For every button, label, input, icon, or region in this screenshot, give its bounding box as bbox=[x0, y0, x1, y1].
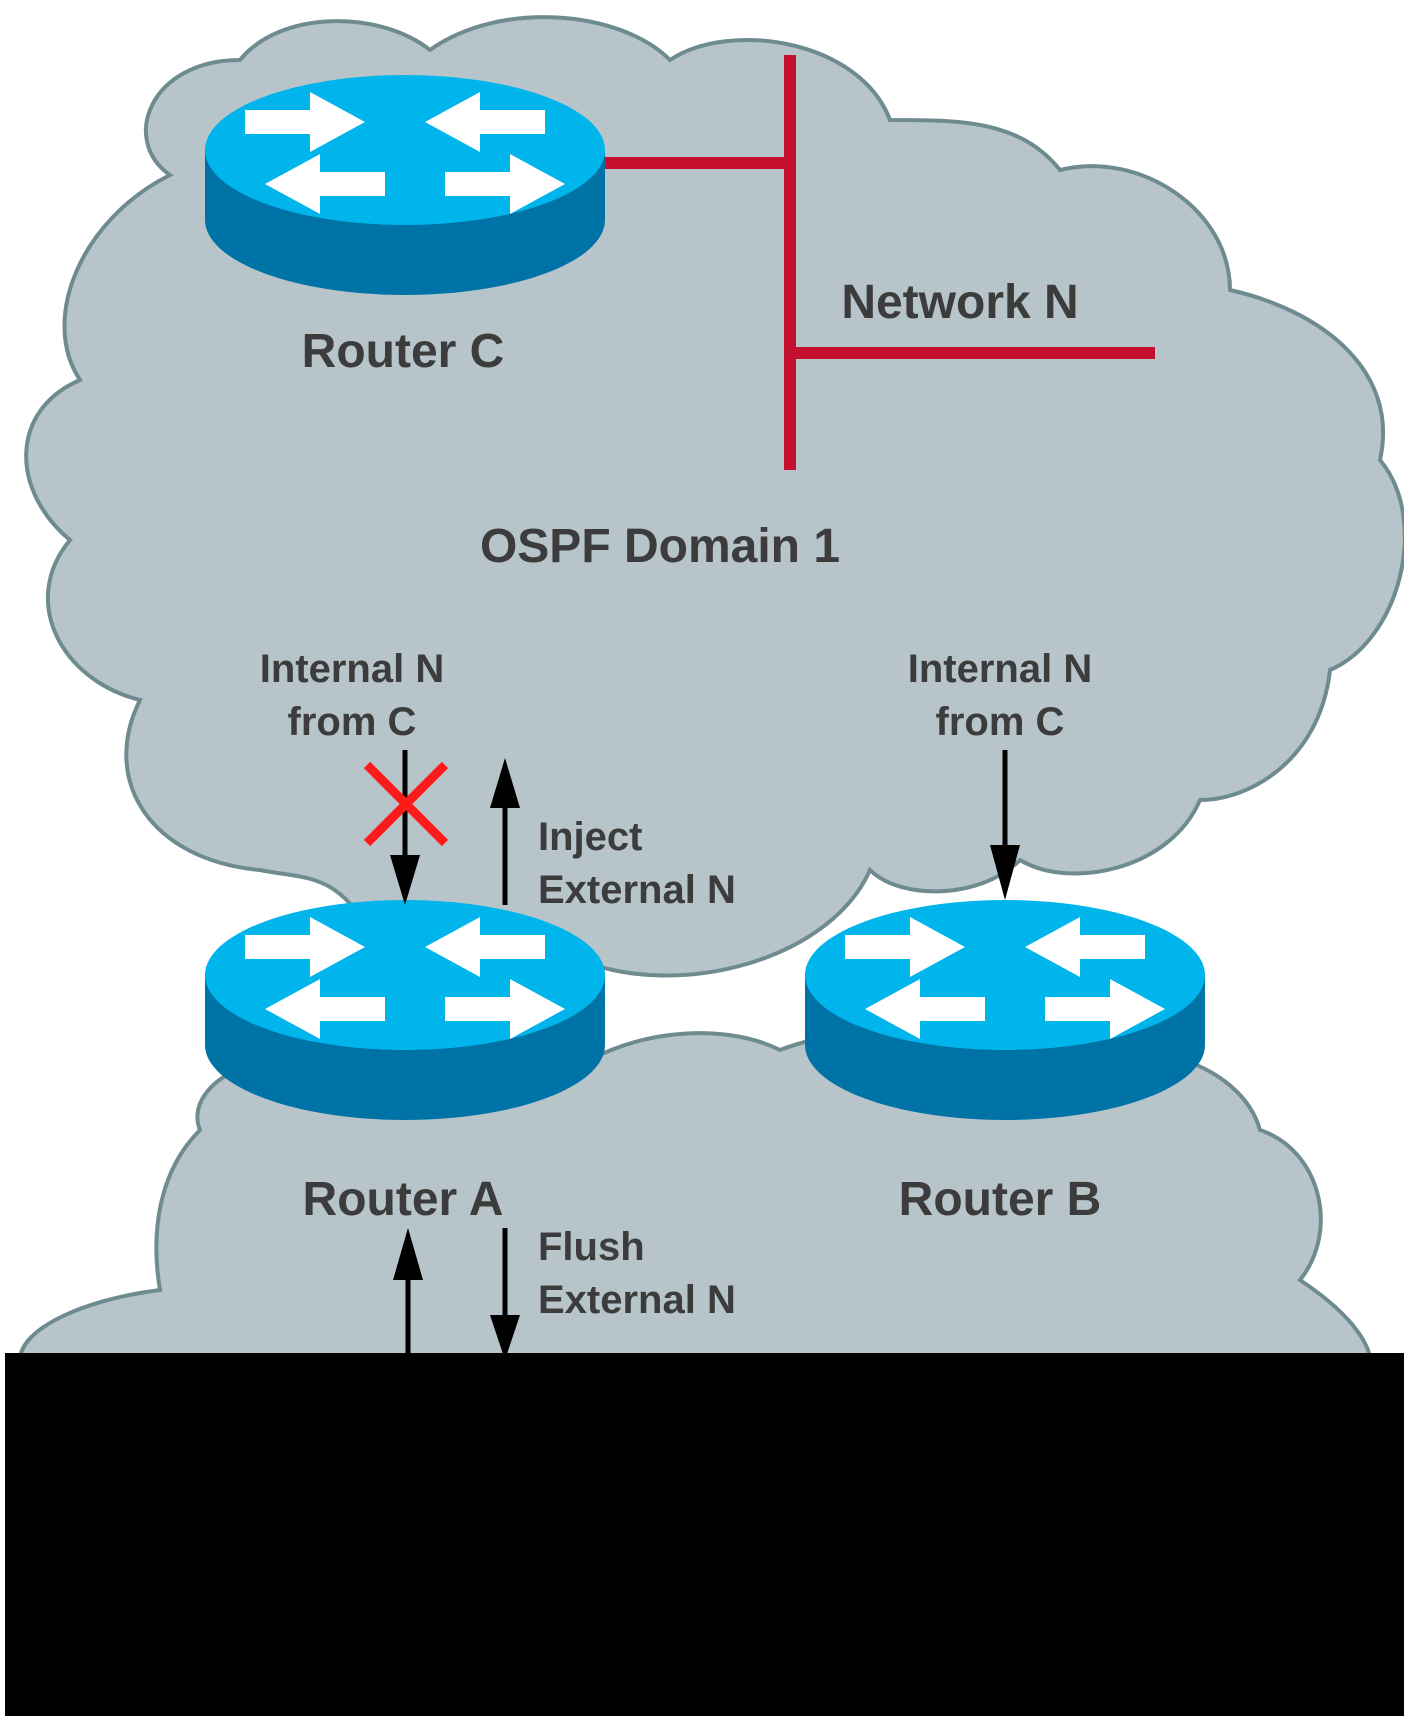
router-icon bbox=[205, 900, 605, 1120]
redaction-block bbox=[5, 1353, 1404, 1716]
router-c-label: Router C bbox=[302, 325, 505, 378]
inject-up-arrow bbox=[490, 758, 520, 905]
router-arrow-right-upper bbox=[245, 92, 365, 152]
inject-line1: Inject bbox=[538, 815, 642, 859]
router-b-label: Router B bbox=[899, 1173, 1102, 1226]
router-c[interactable] bbox=[205, 75, 605, 295]
router-icon bbox=[805, 900, 1205, 1120]
internal-n-b-line1: Internal N bbox=[908, 647, 1092, 691]
router-icon bbox=[205, 75, 605, 295]
router-arrow-left-lower bbox=[265, 154, 385, 214]
internal-to-b-arrow bbox=[990, 750, 1020, 900]
internal-n-a-line1: Internal N bbox=[260, 647, 444, 691]
router-arrow-right-lower bbox=[445, 979, 565, 1039]
inject-line2: External N bbox=[538, 868, 736, 912]
arrows bbox=[390, 750, 1020, 1360]
lower-up-arrow bbox=[393, 1228, 423, 1360]
router-arrow-left-lower bbox=[265, 979, 385, 1039]
router-b[interactable] bbox=[805, 900, 1205, 1120]
network-n-segment bbox=[600, 55, 1155, 470]
router-arrow-right-lower bbox=[1045, 979, 1165, 1039]
router-arrow-left-upper bbox=[1025, 917, 1145, 977]
router-arrow-right-upper bbox=[245, 917, 365, 977]
router-arrow-left-upper bbox=[425, 917, 545, 977]
router-top bbox=[805, 900, 1205, 1050]
flush-line2: External N bbox=[538, 1278, 736, 1322]
router-top bbox=[205, 900, 605, 1050]
network-n-label: Network N bbox=[841, 276, 1078, 329]
internal-n-b-line2: from C bbox=[936, 700, 1065, 744]
router-a[interactable] bbox=[205, 900, 605, 1120]
router-top bbox=[205, 75, 605, 225]
flush-down-arrow bbox=[490, 1228, 520, 1360]
flush-line1: Flush bbox=[538, 1225, 645, 1269]
router-arrow-right-lower bbox=[445, 154, 565, 214]
x-mark-icon bbox=[363, 761, 449, 847]
domain-label: OSPF Domain 1 bbox=[480, 520, 840, 573]
internal-n-a-line2: from C bbox=[288, 700, 417, 744]
router-arrow-left-lower bbox=[865, 979, 985, 1039]
router-a-label: Router A bbox=[303, 1173, 504, 1226]
router-arrow-left-upper bbox=[425, 92, 545, 152]
router-arrow-right-upper bbox=[845, 917, 965, 977]
